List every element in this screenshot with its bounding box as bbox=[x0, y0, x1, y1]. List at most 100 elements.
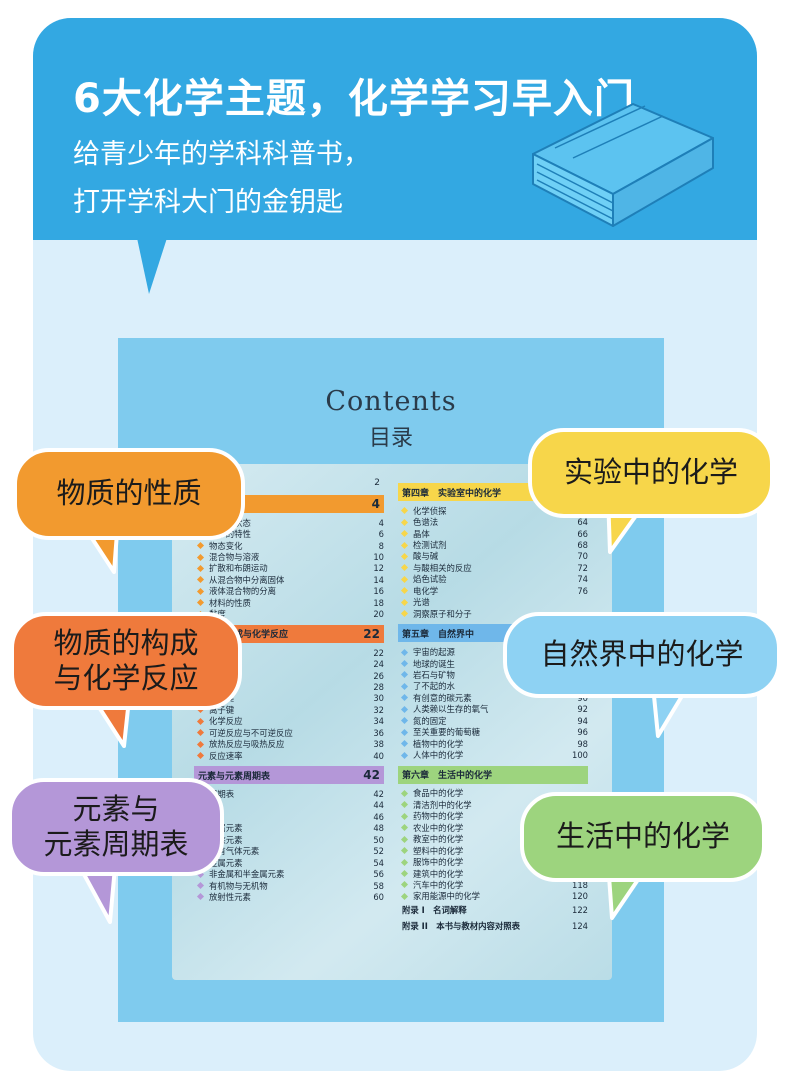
toc-entry-title: 检测试剂 bbox=[413, 540, 447, 551]
bubble-lab-label: 实验中的化学 bbox=[563, 455, 738, 490]
contents-title-zh: 目录 bbox=[368, 426, 413, 451]
toc-entry-row: 农业中的化学 bbox=[398, 822, 588, 833]
toc-entry-title: 教室中的化学 bbox=[413, 834, 464, 845]
toc-chapter-title: 元素与元素周期表 bbox=[198, 771, 271, 782]
toc-entry-title: 至关重要的葡萄糖 bbox=[413, 727, 480, 738]
toc-entry-page: 120 bbox=[572, 891, 588, 902]
toc-chapter-title: 第五章 自然界中 bbox=[402, 629, 475, 640]
toc-entry-page: 50 bbox=[373, 834, 384, 845]
bullet-diamond-icon bbox=[196, 542, 205, 550]
bubble-nature: 自然界中的化学 bbox=[503, 612, 781, 698]
toc-entry-row: 44 bbox=[194, 800, 384, 811]
toc-appendix-title: 附录 II 本书与教材内容对照表 bbox=[402, 921, 521, 932]
toc-entry-page: 96 bbox=[577, 727, 588, 738]
toc-entry-title: 与酸相关的反应 bbox=[413, 562, 472, 573]
toc-entry-title: 放热反应与吸热反应 bbox=[209, 739, 285, 750]
bullet-diamond-icon bbox=[196, 881, 205, 890]
toc-entry-page: 52 bbox=[373, 846, 384, 857]
bullet-diamond-icon bbox=[400, 728, 409, 736]
bubble-life: 生活中的化学 bbox=[520, 792, 766, 882]
toc-entry-page: 100 bbox=[572, 750, 588, 761]
bubble-nature-label: 自然界中的化学 bbox=[540, 637, 744, 672]
toc-entry-row: 光谱 bbox=[398, 597, 588, 608]
toc-entry-page: 28 bbox=[373, 681, 384, 692]
toc-entry-title: 了不起的水 bbox=[413, 681, 455, 692]
bullet-diamond-icon bbox=[400, 869, 409, 878]
bubble-elements: 元素与元素周期表 bbox=[8, 778, 224, 876]
toc-entry-title: 离子键 bbox=[209, 704, 235, 715]
toc-entry-title: 塑料中的化学 bbox=[413, 845, 464, 856]
header-banner: 6大化学主题，化学学习早入门 给青少年的学科科普书， 打开学科大门的金钥匙 bbox=[33, 18, 757, 240]
toc-entry-title: 色谱法 bbox=[413, 517, 439, 528]
toc-entry-title: 焰色试验 bbox=[413, 574, 447, 585]
toc-entry-title: 物态变化 bbox=[209, 540, 243, 551]
toc-entry-title: 周期表 bbox=[209, 789, 235, 800]
bullet-diamond-icon bbox=[400, 659, 409, 668]
bullet-diamond-icon bbox=[196, 587, 205, 595]
toc-entry-page: 56 bbox=[373, 869, 384, 880]
toc-background bbox=[172, 464, 612, 980]
toc-entry-page: 26 bbox=[373, 670, 384, 681]
toc-entry-title: 清洁剂中的化学 bbox=[413, 799, 472, 810]
toc-chapter-page: 4 bbox=[371, 497, 380, 511]
toc-entry-title: 洞察原子和分子 bbox=[413, 608, 472, 619]
bullet-diamond-icon bbox=[400, 789, 409, 798]
toc-entry-title: 有机物与无机物 bbox=[209, 880, 268, 891]
toc-entry-page: 18 bbox=[373, 597, 384, 608]
bullet-diamond-icon bbox=[400, 824, 409, 832]
toc-chapter-header: 元素与元素周期表 42 bbox=[194, 766, 384, 785]
toc-entry-page: 70 bbox=[577, 551, 588, 562]
toc-entry-page: 118 bbox=[572, 879, 588, 890]
bullet-diamond-icon bbox=[400, 858, 409, 866]
toc-entry-page: 16 bbox=[373, 586, 384, 597]
toc-entry-title: 建筑中的化学 bbox=[413, 868, 464, 879]
toc-entry-page: 94 bbox=[577, 715, 588, 726]
toc-entry-page: 20 bbox=[373, 609, 384, 620]
toc-entry-page: 54 bbox=[373, 857, 384, 868]
bubble-properties-label: 物质的性质 bbox=[56, 476, 202, 511]
bullet-diamond-icon bbox=[196, 752, 205, 760]
bullet-diamond-icon bbox=[400, 751, 409, 759]
table-of-contents: 2物质的性质4物质的状态4粒子的特性6物态变化8混合物与溶液10扩散和布朗运动1… bbox=[172, 464, 612, 980]
bullet-diamond-icon bbox=[400, 694, 409, 702]
bullet-diamond-icon bbox=[196, 576, 205, 584]
bullet-diamond-icon bbox=[400, 598, 409, 606]
toc-entry-title: 化学侦探 bbox=[413, 505, 447, 516]
bullet-diamond-icon bbox=[400, 892, 409, 900]
bullet-diamond-icon bbox=[400, 835, 409, 843]
toc-entry-title: 有创意的碳元素 bbox=[413, 692, 472, 703]
bullet-diamond-icon bbox=[196, 729, 205, 737]
toc-entry-title: 酸与碱 bbox=[413, 551, 439, 562]
headline: 6大化学主题，化学学习早入门 bbox=[73, 76, 635, 122]
toc-chapter-page: 42 bbox=[363, 768, 380, 783]
bubble-elements-line1: 元素与 bbox=[72, 791, 160, 826]
bullet-diamond-icon bbox=[400, 564, 409, 572]
toc-entry-row: 至关重要的葡萄糖 96 bbox=[398, 726, 588, 737]
toc-entry-page: 74 bbox=[577, 574, 588, 585]
toc-appendix-page: 122 bbox=[572, 905, 588, 916]
bullet-diamond-icon bbox=[400, 717, 409, 725]
toc-entry-page: 92 bbox=[577, 704, 588, 715]
toc-chapter-title: 物质的构成与化学反应 bbox=[198, 630, 289, 641]
toc-entry-title: 混合物与溶液 bbox=[209, 552, 260, 563]
toc-entry-page: 60 bbox=[373, 891, 384, 902]
bubble-composition-line2: 与化学反应 bbox=[53, 661, 199, 695]
toc-entry-row: 药物中的化学 bbox=[398, 811, 588, 822]
toc-entry-page: 12 bbox=[373, 563, 384, 574]
toc-entry-page: 6 bbox=[378, 529, 384, 540]
